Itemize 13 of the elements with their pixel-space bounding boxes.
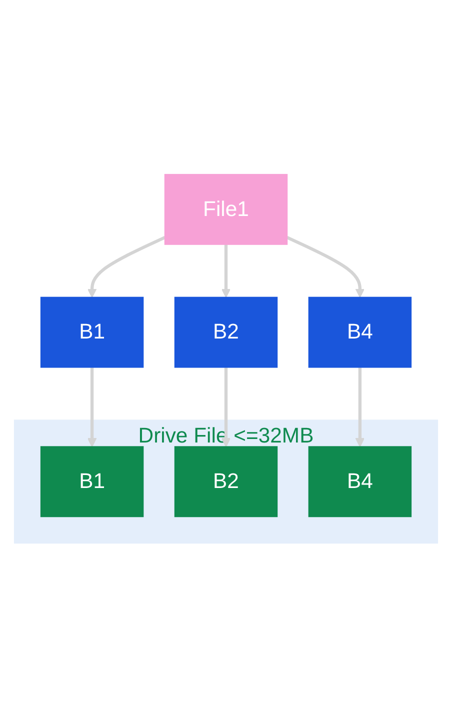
arrow bbox=[87, 367, 97, 448]
node-box: B2 bbox=[174, 446, 278, 518]
arrow bbox=[221, 244, 231, 298]
arrow bbox=[221, 367, 231, 448]
node-box: B1 bbox=[40, 446, 144, 518]
node-box: B2 bbox=[174, 297, 278, 368]
node-box: File1 bbox=[164, 174, 288, 246]
node-box: B4 bbox=[308, 446, 412, 518]
arrow bbox=[87, 236, 166, 298]
node-box: B4 bbox=[308, 297, 412, 368]
node-box: B1 bbox=[40, 297, 144, 368]
arrow bbox=[355, 367, 365, 448]
arrow bbox=[286, 236, 365, 298]
